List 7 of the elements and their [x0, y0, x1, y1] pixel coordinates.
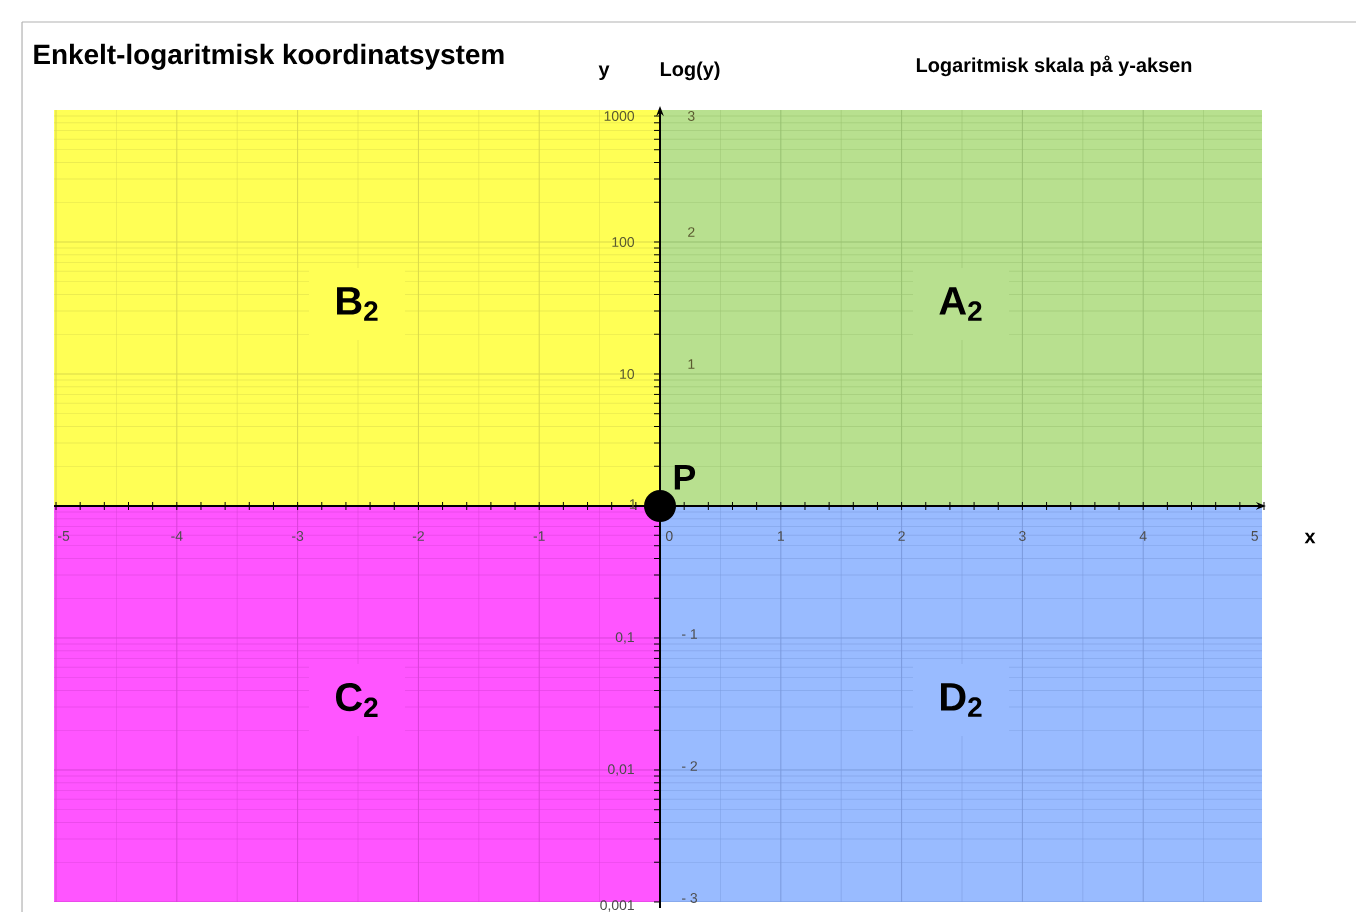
- point: [644, 490, 676, 522]
- axis-label: x: [1304, 532, 1316, 544]
- axis-label: Log(y): [660, 61, 720, 81]
- axis-label: y: [598, 65, 610, 81]
- heading: Logaritmisk skala på y-aksen: [916, 55, 1192, 77]
- point-label: P: [674, 464, 696, 490]
- title: Enkelt-logaritmisk koordinatsystem: [34, 43, 504, 70]
